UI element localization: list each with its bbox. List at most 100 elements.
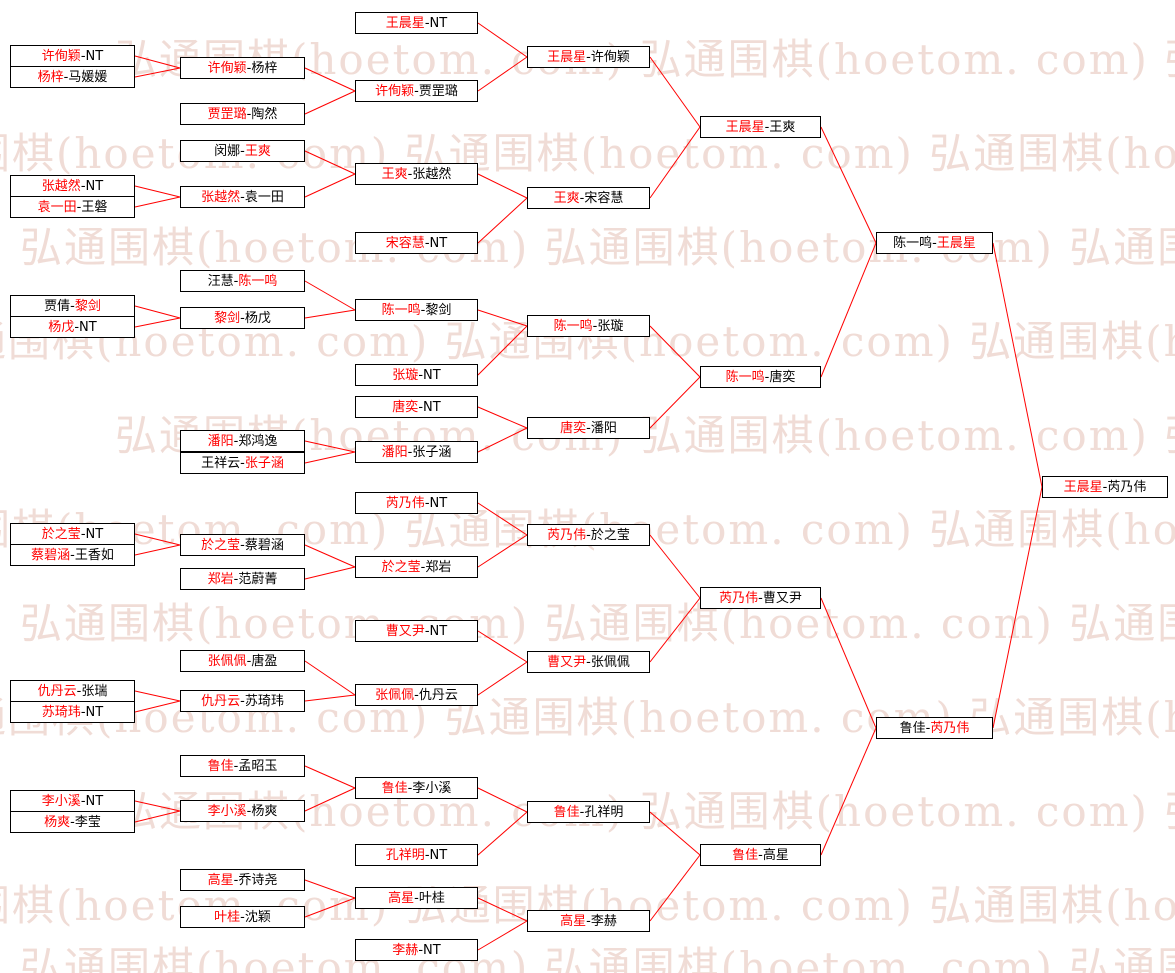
bracket-line <box>477 787 528 813</box>
match-f2: 鲁佳-芮乃伟 <box>876 717 993 739</box>
name-separator: - <box>1102 479 1108 495</box>
player-name: NT <box>85 48 104 64</box>
bracket-line <box>304 90 356 115</box>
name-separator: - <box>418 942 424 958</box>
player-name: 杨梓 <box>251 60 278 76</box>
name-separator: - <box>246 106 252 122</box>
player-name: 王晨星 <box>936 235 976 251</box>
match-d5: 芮乃伟-於之莹 <box>527 524 650 546</box>
match-a4: 袁一田-王磐 <box>10 196 135 218</box>
player-name: 李莹 <box>74 814 101 830</box>
match-c14: 孔祥明-NT <box>355 844 478 866</box>
name-separator: - <box>418 399 424 415</box>
player-name: 张越然 <box>41 178 81 194</box>
name-separator: - <box>764 369 770 385</box>
name-separator: - <box>76 683 82 699</box>
player-name: NT <box>429 15 448 31</box>
bracket-line <box>649 56 701 128</box>
match-c10: 於之莹-郑岩 <box>355 556 478 578</box>
name-separator: - <box>70 547 75 563</box>
match-a10: 苏琦玮-NT <box>10 701 135 723</box>
player-name: 於之莹 <box>381 559 421 575</box>
player-name: 鲁佳 <box>207 758 234 774</box>
player-name: 陈一鸣 <box>238 273 278 289</box>
player-name: NT <box>429 495 448 511</box>
bracket-line <box>820 242 877 378</box>
bracket-line <box>477 22 528 58</box>
name-separator: - <box>240 189 245 205</box>
player-name: 杨戊 <box>244 310 271 326</box>
name-separator: - <box>758 847 763 863</box>
player-name: 张子涵 <box>412 444 452 460</box>
name-separator: - <box>418 367 424 383</box>
match-b11: 张佩佩-唐盈 <box>180 650 305 672</box>
player-name: 马媛媛 <box>68 69 108 85</box>
player-name: 贾罡璐 <box>418 83 458 99</box>
player-name: 陈一鸣 <box>725 369 765 385</box>
player-name: 杨梓 <box>37 69 64 85</box>
match-b14: 李小溪-杨爽 <box>180 800 305 822</box>
player-name: 唐盈 <box>251 653 278 669</box>
match-c15: 高星-叶桂 <box>355 887 478 909</box>
player-name: 黎剑 <box>425 302 452 318</box>
match-c16: 李赫-NT <box>355 939 478 961</box>
name-separator: - <box>424 15 430 31</box>
bracket-line <box>477 897 528 922</box>
player-name: 许侚颖 <box>590 49 630 65</box>
match-e3: 芮乃伟-曹又尹 <box>700 587 821 609</box>
match-b13: 鲁佳-孟昭玉 <box>180 755 305 777</box>
name-separator: - <box>414 83 419 99</box>
player-name: 李小溪 <box>41 793 81 809</box>
match-b12: 仇丹云-苏琦玮 <box>180 690 305 712</box>
match-e4: 鲁佳-高星 <box>700 844 821 866</box>
player-name: 陈一鸣 <box>553 318 593 334</box>
player-name: 许侚颖 <box>375 83 415 99</box>
name-separator: - <box>407 444 413 460</box>
bracket-line <box>304 544 356 568</box>
name-separator: - <box>579 804 585 820</box>
player-name: 贾倩 <box>44 298 71 314</box>
match-d6: 曹又尹-张佩佩 <box>527 651 650 673</box>
bracket-line <box>477 325 528 376</box>
match-c11: 曹又尹-NT <box>355 620 478 642</box>
match-c6: 张璇-NT <box>355 364 478 386</box>
name-separator: - <box>240 909 245 925</box>
name-separator: - <box>70 298 75 314</box>
match-a1: 许侚颖-NT <box>10 45 135 67</box>
player-name: 袁一田 <box>244 189 284 205</box>
name-separator: - <box>424 847 430 863</box>
player-name: 潘阳 <box>381 444 408 460</box>
player-name: NT <box>423 399 441 415</box>
match-b1: 许侚颖-杨梓 <box>180 57 305 79</box>
player-name: 王晨星 <box>725 119 765 135</box>
name-separator: - <box>424 495 430 511</box>
match-c2: 许侚颖-贾罡璐 <box>355 80 478 102</box>
player-name: 鲁佳 <box>899 720 926 736</box>
bracket-line <box>477 56 528 92</box>
player-name: 王祥云 <box>201 455 241 471</box>
name-separator: - <box>70 814 75 830</box>
name-separator: - <box>233 872 239 888</box>
name-separator: - <box>420 559 426 575</box>
player-name: 袁一田 <box>37 199 77 215</box>
bracket-line <box>304 787 356 812</box>
bracket-line <box>304 694 356 702</box>
player-name: 张佩佩 <box>590 654 630 670</box>
player-name: 蔡碧涵 <box>244 537 284 553</box>
bracket-line <box>304 440 356 453</box>
match-a5: 贾倩-黎剑 <box>10 295 135 317</box>
player-name: 张璇 <box>597 318 624 334</box>
player-name: 乔诗尧 <box>238 872 278 888</box>
match-c3: 王爽-张越然 <box>355 163 478 185</box>
name-separator: - <box>240 455 245 471</box>
bracket-line <box>820 597 877 729</box>
match-d3: 陈一鸣-张璇 <box>527 315 650 337</box>
bracket-line <box>477 630 528 663</box>
match-b15: 高星-乔诗尧 <box>180 869 305 891</box>
player-name: NT <box>85 793 104 809</box>
player-name: 仇丹云 <box>201 693 241 709</box>
bracket-line <box>134 185 181 198</box>
bracket-line <box>134 55 181 69</box>
player-name: NT <box>85 526 104 542</box>
